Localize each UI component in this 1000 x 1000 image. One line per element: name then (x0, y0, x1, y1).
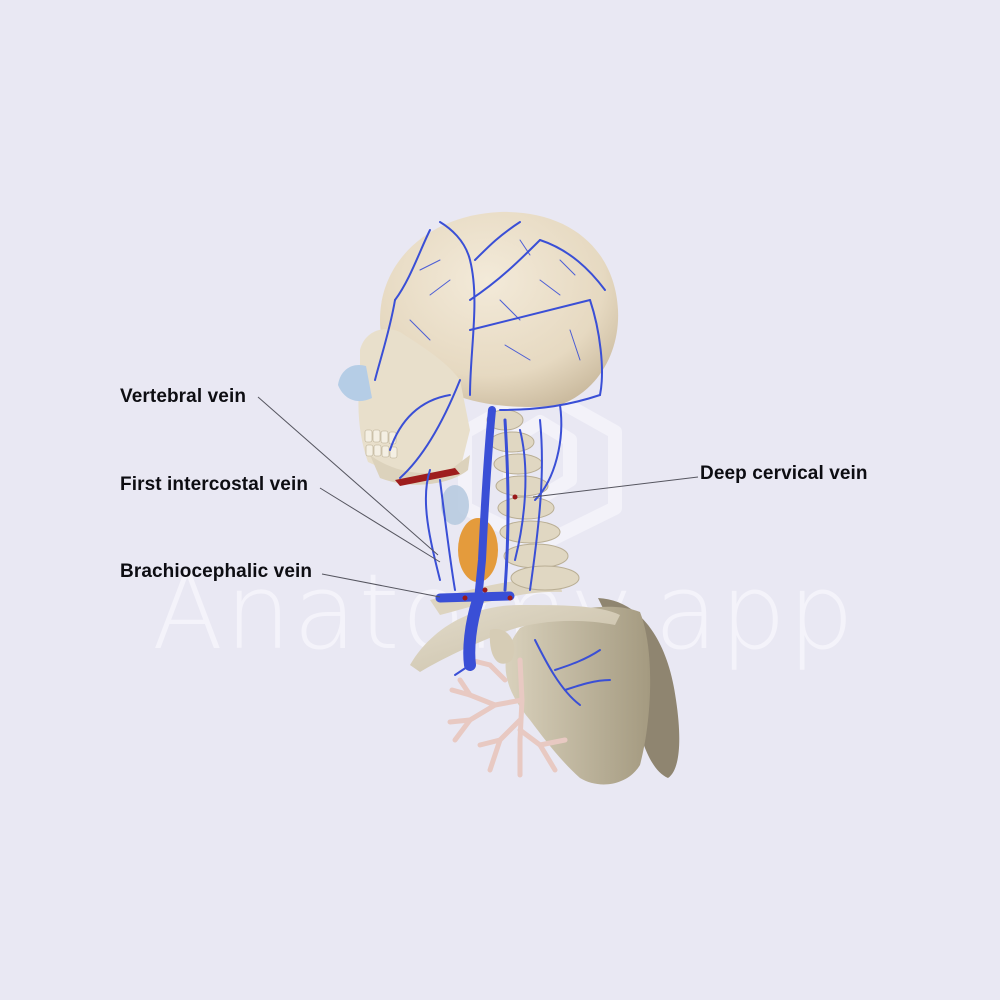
label-vertebral-vein: Vertebral vein (120, 386, 247, 407)
label-deep-cervical-vein: Deep cervical vein (700, 463, 868, 484)
clavicle (410, 605, 620, 672)
artery-points (462, 494, 518, 601)
bronchial-tree (447, 657, 568, 778)
larynx (441, 485, 469, 525)
thyroid-gland (458, 518, 498, 582)
nasal-cartilage (338, 364, 372, 402)
label-brachiocephalic-vein: Brachiocephalic vein (120, 561, 313, 582)
scapula (505, 606, 651, 785)
label-first-intercostal-vein: First intercostal vein (120, 474, 309, 495)
venous-network (374, 221, 611, 706)
coracoid (489, 629, 515, 664)
